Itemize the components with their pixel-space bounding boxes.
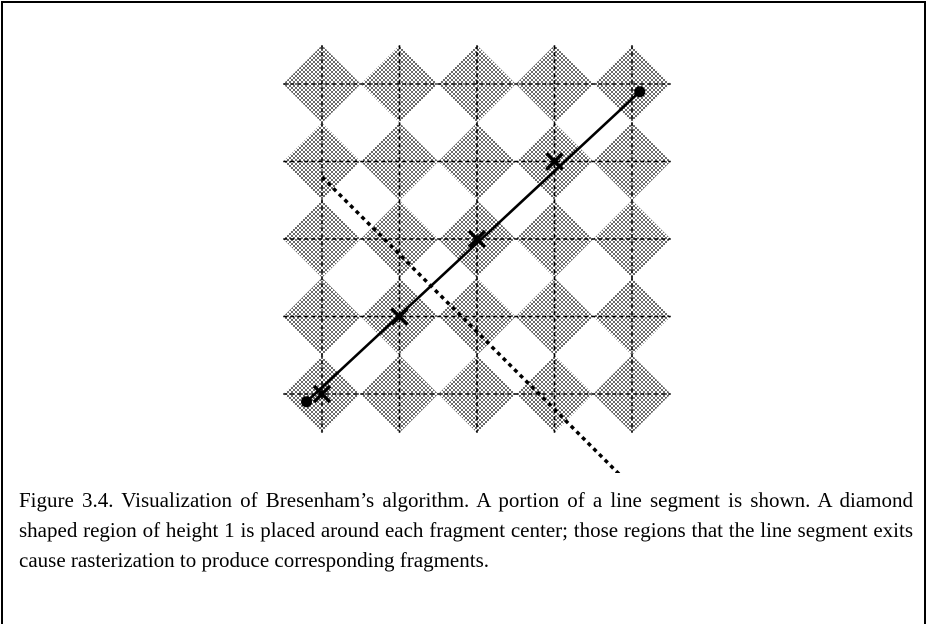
fragment-diamond <box>438 277 516 356</box>
bresenham-diagram <box>283 45 671 473</box>
fragment-diamond <box>593 200 671 278</box>
fragment-x-mark <box>312 384 332 404</box>
fragment-diamond <box>438 355 516 433</box>
figure-caption: Figure 3.4. Visualization of Bresenham’s… <box>19 488 913 572</box>
dotted-path <box>320 175 621 473</box>
fragment-diamond <box>593 355 671 433</box>
fragment-diamond <box>438 122 516 201</box>
line-segment <box>301 86 646 408</box>
fragment-x-mark <box>545 152 564 171</box>
pixel-grid <box>283 45 671 433</box>
fragment-diamond <box>593 122 671 201</box>
fragment-diamond <box>515 200 594 278</box>
dotted-diagonal <box>320 175 621 473</box>
fragment-diamond <box>360 122 439 201</box>
fragment-diamond <box>515 355 594 433</box>
segment-start-point <box>301 396 312 408</box>
fragment-diamond <box>360 355 439 433</box>
fragment-x-mark <box>467 229 487 249</box>
fragment-diamond <box>360 200 439 278</box>
fragment-diamond <box>593 277 671 356</box>
fragment-x-mark <box>390 307 409 326</box>
fragment-diamond <box>515 277 594 356</box>
fragment-markers <box>312 152 564 404</box>
segment-line <box>305 90 641 403</box>
segment-end-point <box>634 86 646 98</box>
